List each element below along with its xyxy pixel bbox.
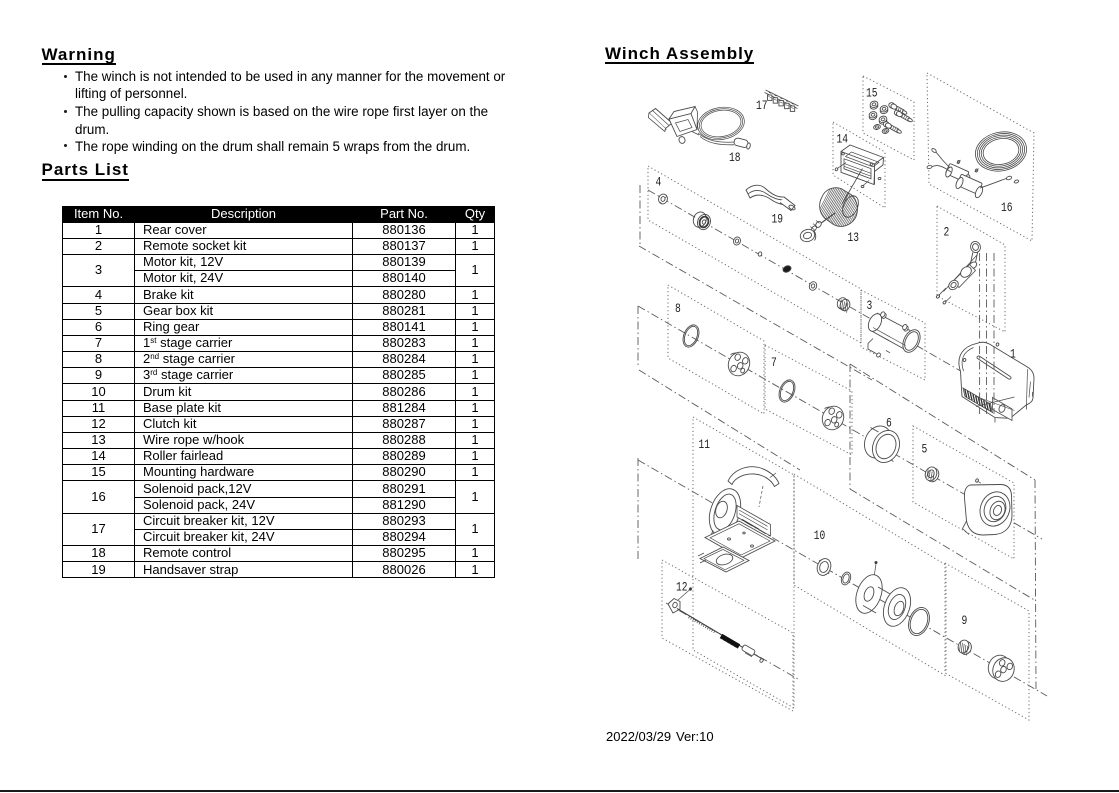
svg-text:14: 14 (837, 132, 849, 147)
svg-text:1: 1 (1010, 346, 1016, 361)
svg-text:11: 11 (699, 437, 711, 452)
svg-text:19: 19 (772, 211, 784, 226)
svg-text:10: 10 (814, 528, 826, 543)
svg-text:16: 16 (1001, 200, 1013, 215)
svg-text:12: 12 (676, 580, 688, 595)
svg-text:13: 13 (848, 230, 860, 245)
svg-text:3: 3 (867, 298, 873, 313)
svg-text:4: 4 (656, 175, 662, 190)
svg-text:18: 18 (729, 150, 741, 165)
svg-text:9: 9 (962, 613, 968, 628)
svg-text:15: 15 (866, 86, 878, 101)
svg-text:6: 6 (886, 415, 892, 430)
svg-text:7: 7 (771, 355, 777, 370)
svg-text:5: 5 (922, 442, 928, 457)
svg-text:8: 8 (675, 301, 681, 316)
svg-text:2: 2 (944, 225, 950, 240)
svg-text:17: 17 (756, 98, 768, 113)
